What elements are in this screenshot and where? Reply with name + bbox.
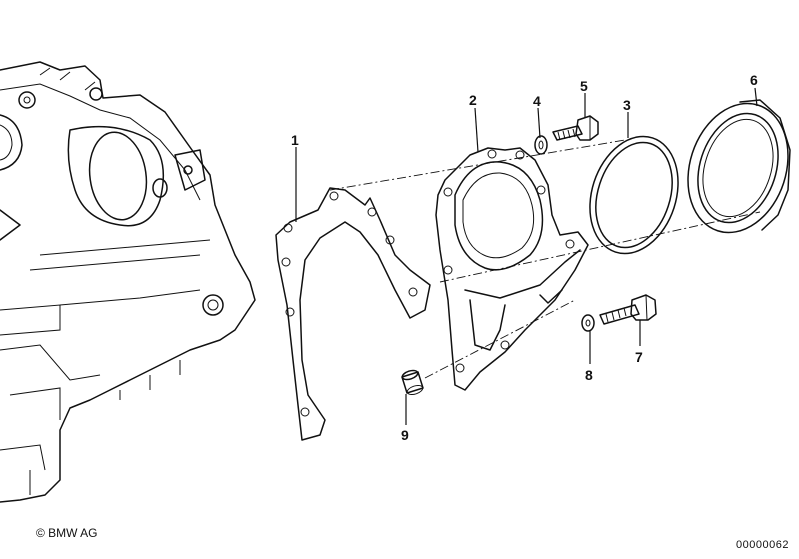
leader-lines <box>295 87 758 425</box>
part-label-5: 5 <box>580 78 588 94</box>
engine-block <box>0 61 256 503</box>
part-label-8: 8 <box>585 367 593 383</box>
gasket-part-1 <box>275 187 431 441</box>
bolt-part-7 <box>599 294 657 325</box>
o-ring-part-3 <box>589 135 679 255</box>
shaft-seal-part-6 <box>687 99 791 234</box>
part-labels: 1 2 4 5 3 6 7 8 9 <box>291 72 758 443</box>
alignment-lines <box>329 139 761 379</box>
part-label-2: 2 <box>469 92 477 108</box>
part-label-1: 1 <box>291 132 299 148</box>
seal-carrier-part-2 <box>435 147 589 391</box>
part-label-9: 9 <box>401 427 409 443</box>
part-label-6: 6 <box>750 72 758 88</box>
part-label-4: 4 <box>533 93 541 109</box>
washer-part-8 <box>581 314 595 332</box>
part-label-7: 7 <box>635 349 643 365</box>
copyright-notice: © BMW AG <box>36 526 98 540</box>
part-label-3: 3 <box>623 97 631 113</box>
dowel-sleeve-part-9 <box>401 369 424 396</box>
diagram-id: 00000062 <box>736 539 789 551</box>
bolt-part-5 <box>552 115 599 141</box>
washer-part-4 <box>534 135 548 155</box>
